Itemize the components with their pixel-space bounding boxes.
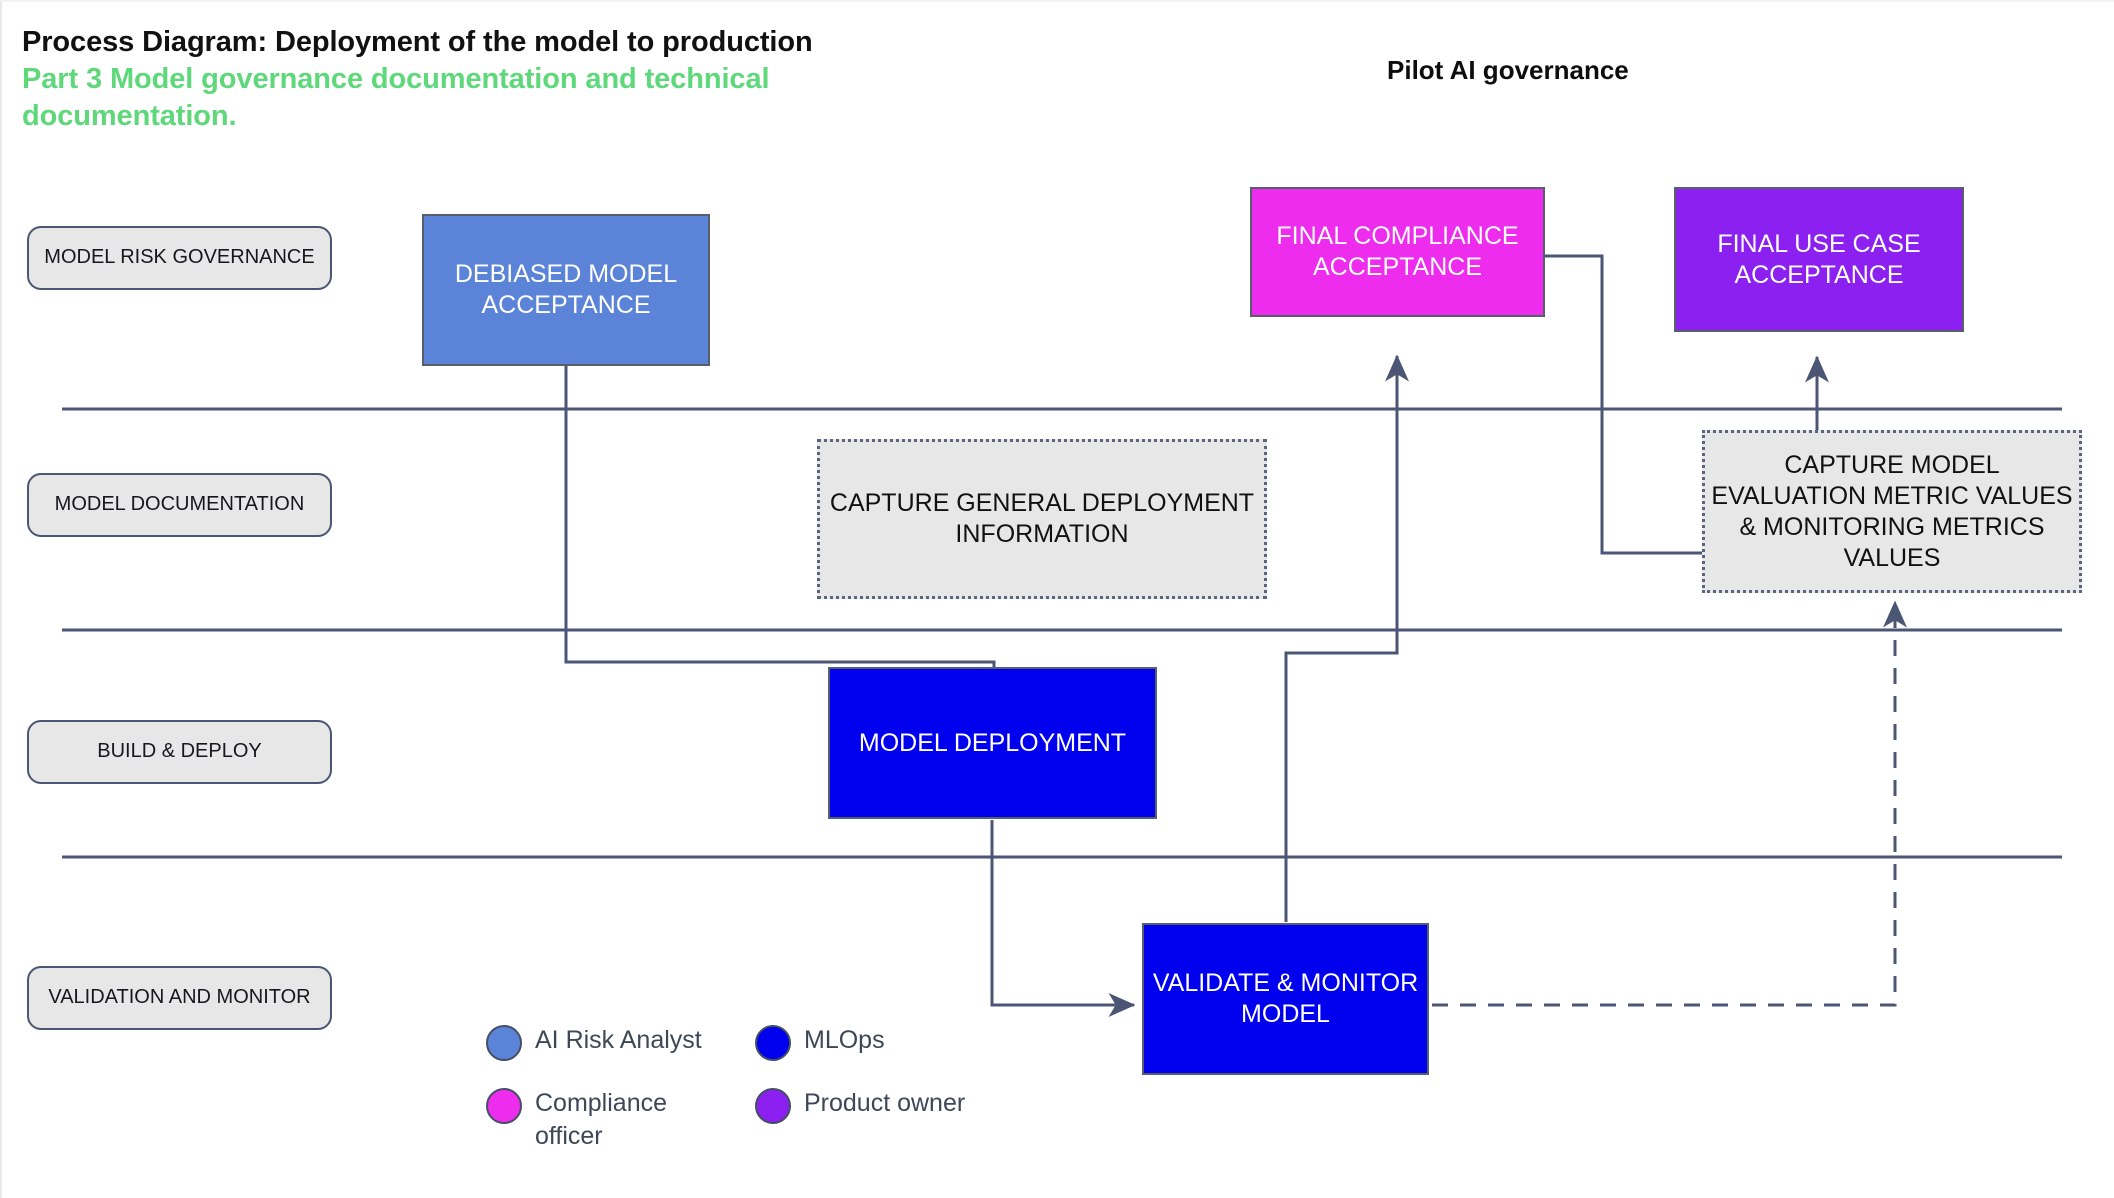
legend-color-swatch-icon bbox=[486, 1025, 522, 1061]
node-label: VALIDATE & MONITOR MODEL bbox=[1152, 969, 1419, 1028]
node-label: FINAL COMPLIANCE ACCEPTANCE bbox=[1276, 222, 1519, 281]
legend-color-swatch-icon bbox=[486, 1088, 522, 1124]
node-label: MODEL DEPLOYMENT bbox=[858, 728, 1127, 757]
node-validate-monitor-model[interactable]: VALIDATE & MONITOR MODEL bbox=[1142, 923, 1429, 1075]
legend-item-label: MLOps bbox=[804, 1026, 885, 1054]
legend-color-swatch-icon bbox=[755, 1088, 791, 1124]
legend-item-product-owner[interactable]: Product owner bbox=[755, 1087, 1010, 1152]
legend: AI Risk Analyst MLOps Compliance officer… bbox=[486, 1024, 1046, 1152]
lane-label-model-documentation[interactable]: MODEL DOCUMENTATION bbox=[27, 473, 332, 537]
legend-item-label: AI Risk Analyst bbox=[535, 1026, 702, 1054]
node-label: CAPTURE MODEL EVALUATION METRIC VALUES &… bbox=[1711, 450, 2073, 572]
lane-label-build-deploy[interactable]: BUILD & DEPLOY bbox=[27, 720, 332, 784]
node-label: FINAL USE CASE ACCEPTANCE bbox=[1717, 229, 1921, 289]
lane-label-text: MODEL DOCUMENTATION bbox=[54, 493, 305, 516]
connector-deployment-to-validate bbox=[990, 820, 1136, 1017]
legend-item-ai-risk-analyst[interactable]: AI Risk Analyst bbox=[486, 1024, 741, 1061]
pilot-ai-governance-title: Pilot AI governance bbox=[1387, 55, 1629, 85]
connector-validate-to-capture-metrics bbox=[1432, 600, 1907, 1007]
legend-item-label: Compliance officer bbox=[535, 1089, 668, 1150]
lane-label-text: MODEL RISK GOVERNANCE bbox=[44, 246, 315, 269]
node-label: CAPTURE GENERAL DEPLOYMENT INFORMATION bbox=[829, 489, 1255, 548]
legend-item-compliance-officer[interactable]: Compliance officer bbox=[486, 1087, 741, 1152]
lane-label-model-risk-governance[interactable]: MODEL RISK GOVERNANCE bbox=[27, 226, 332, 290]
page-subtitle-line2: documentation. bbox=[22, 100, 237, 133]
page-title-main: Process Diagram: Deployment of the model… bbox=[22, 26, 813, 58]
lane-label-text: VALIDATION AND MONITOR bbox=[48, 986, 311, 1009]
legend-item-mlops[interactable]: MLOps bbox=[755, 1024, 1010, 1061]
node-capture-general-deployment-information[interactable]: CAPTURE GENERAL DEPLOYMENT INFORMATION bbox=[817, 439, 1267, 599]
legend-color-swatch-icon bbox=[755, 1025, 791, 1061]
node-final-use-case-acceptance[interactable]: FINAL USE CASE ACCEPTANCE bbox=[1674, 187, 1964, 332]
node-final-compliance-acceptance[interactable]: FINAL COMPLIANCE ACCEPTANCE bbox=[1250, 187, 1545, 317]
page-subtitle-line1: Part 3 Model governance documentation an… bbox=[22, 63, 770, 96]
page-title: Process Diagram: Deployment of the model… bbox=[22, 24, 972, 135]
node-label: DEBIASED MODEL ACCEPTANCE bbox=[454, 260, 678, 319]
legend-item-label: Product owner bbox=[804, 1089, 966, 1117]
node-capture-model-evaluation-metrics[interactable]: CAPTURE MODEL EVALUATION METRIC VALUES &… bbox=[1702, 430, 2082, 593]
node-model-deployment[interactable]: MODEL DEPLOYMENT bbox=[828, 667, 1157, 819]
connector-validate-to-final-compliance bbox=[1284, 354, 1409, 922]
node-debiased-model-acceptance[interactable]: DEBIASED MODEL ACCEPTANCE bbox=[422, 214, 710, 366]
lane-label-text: BUILD & DEPLOY bbox=[97, 740, 262, 763]
lane-label-validation-and-monitor[interactable]: VALIDATION AND MONITOR bbox=[27, 966, 332, 1030]
